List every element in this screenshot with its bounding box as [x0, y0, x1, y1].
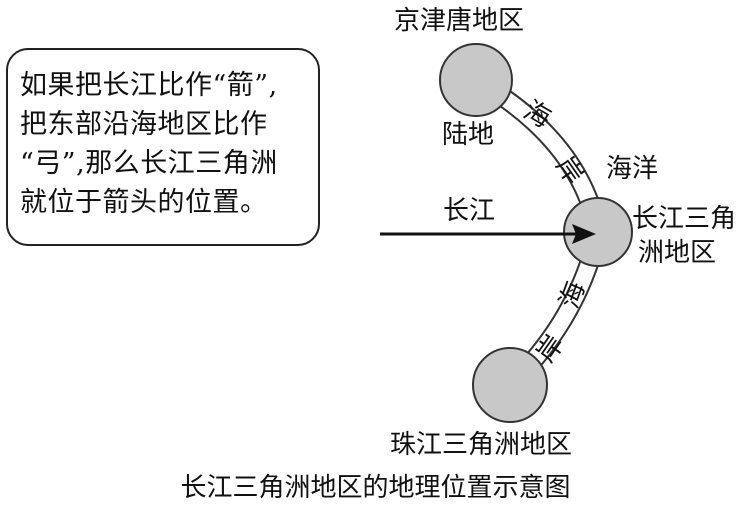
callout-line: 如果把长江比作“箭”,	[20, 70, 278, 101]
label-yangtze-river: 长江	[443, 196, 496, 226]
label-yrd-line2: 洲地区	[638, 238, 717, 268]
yrd-region-circle	[563, 197, 633, 267]
label-prd: 珠江三角洲地区	[390, 430, 573, 460]
label-ocean: 海洋	[606, 154, 659, 184]
label-jingjintang: 京津唐地区	[394, 6, 525, 36]
prd-region-circle	[472, 347, 548, 423]
callout-line: 把东部沿海地区比作	[20, 109, 268, 140]
callout-line: 就位于箭头的位置。	[20, 187, 268, 218]
label-land: 陆地	[442, 120, 495, 150]
label-yrd-line1: 长江三角	[632, 204, 737, 234]
jingjintang-region-circle	[439, 43, 513, 117]
callout-text: 如果把长江比作“箭”, 把东部沿海地区比作 “弓”,那么长江三角洲 就位于箭头的…	[20, 66, 320, 222]
figure-caption: 长江三角洲地区的地理位置示意图	[180, 473, 571, 503]
callout-line: “弓”,那么长江三角洲	[20, 148, 278, 179]
callout-box	[6, 48, 320, 246]
yangtze-arrow-head	[572, 224, 596, 244]
